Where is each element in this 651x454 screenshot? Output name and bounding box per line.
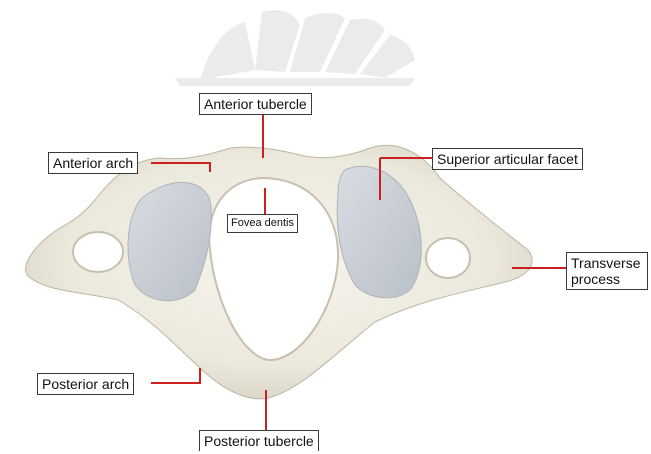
label-superior-articular-facet-text: Superior articular facet (437, 151, 578, 167)
label-fovea-dentis: Fovea dentis (227, 214, 298, 233)
left-transverse-foramen (73, 232, 123, 272)
label-anterior-arch-text: Anterior arch (53, 155, 133, 171)
label-posterior-tubercle-text: Posterior tubercle (204, 433, 314, 449)
label-posterior-arch: Posterior arch (37, 373, 134, 395)
label-anterior-tubercle-text: Anterior tubercle (204, 96, 307, 112)
label-transverse-process: Transverse process (566, 252, 648, 290)
label-anterior-tubercle: Anterior tubercle (199, 93, 312, 115)
label-superior-articular-facet: Superior articular facet (432, 148, 583, 170)
label-anterior-arch: Anterior arch (48, 152, 138, 174)
university-seal-icon (175, 10, 415, 86)
right-transverse-foramen (426, 238, 470, 278)
label-transverse-process-line2: process (571, 271, 643, 287)
leader-posterior-arch (151, 368, 200, 383)
label-posterior-arch-text: Posterior arch (42, 376, 129, 392)
label-transverse-process-line1: Transverse (571, 255, 643, 271)
label-fovea-dentis-text: Fovea dentis (231, 217, 294, 230)
label-posterior-tubercle: Posterior tubercle (199, 430, 319, 451)
